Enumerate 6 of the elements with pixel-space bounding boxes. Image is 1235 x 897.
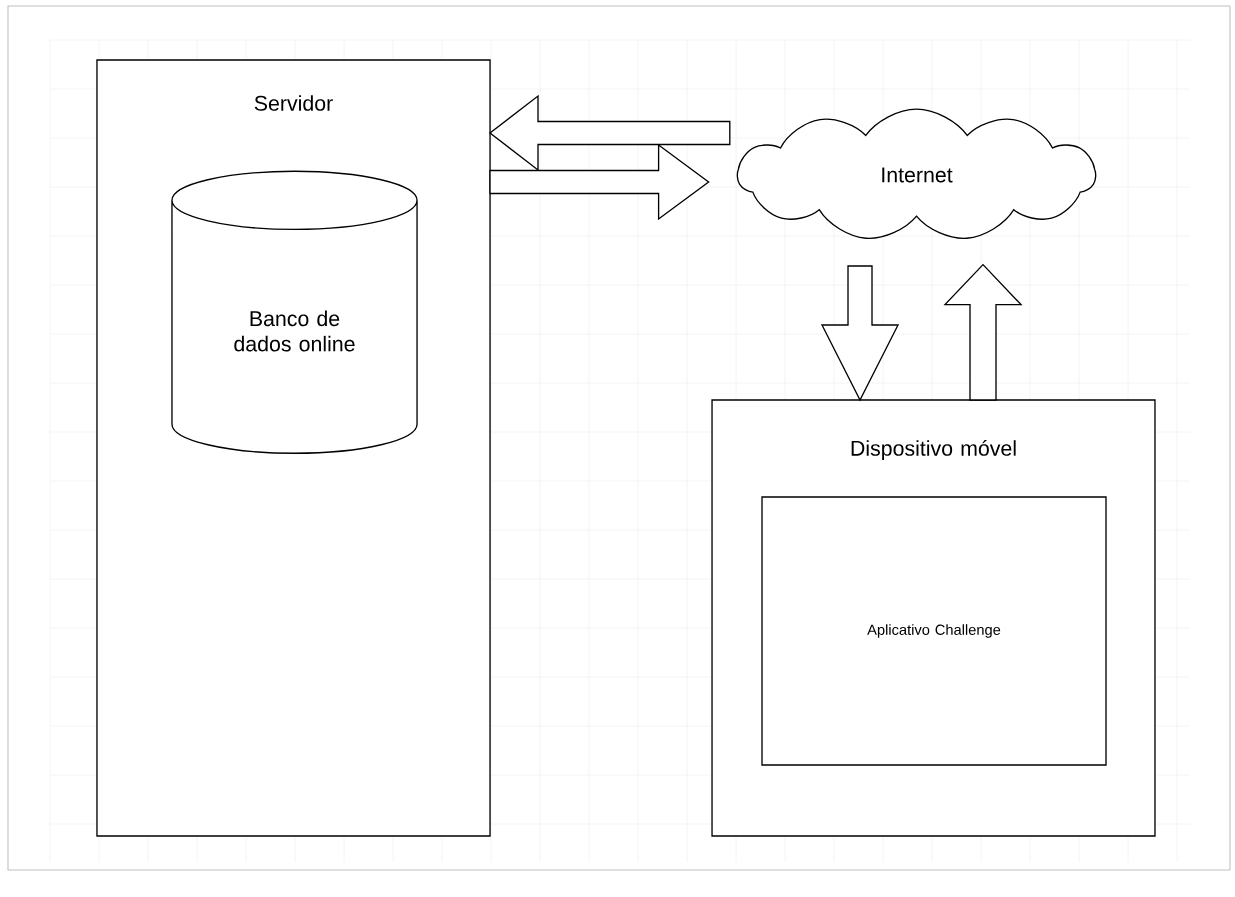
block-arrow — [488, 94, 731, 172]
database-cylinder: Banco de dados online — [171, 170, 418, 454]
block-arrow — [820, 265, 900, 402]
block-arrow — [943, 263, 1023, 401]
process-box: Aplicativo Challenge — [761, 496, 1107, 766]
block-arrow — [489, 143, 710, 221]
